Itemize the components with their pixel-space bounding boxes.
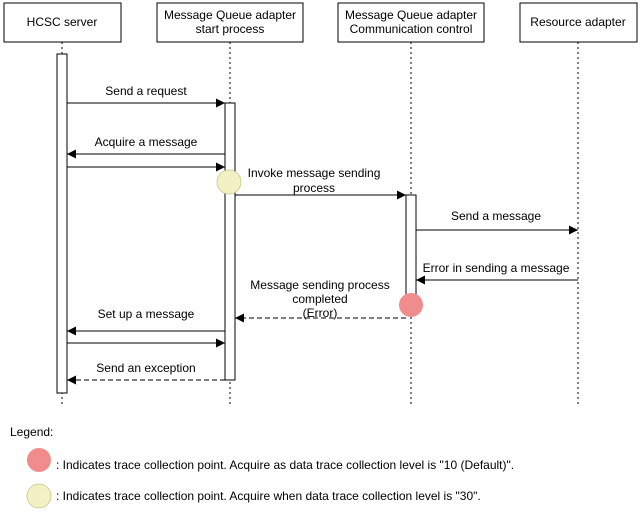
legend-red-marker (27, 448, 51, 472)
legend-title: Legend: (10, 425, 53, 439)
message-send-request: Send a request (67, 84, 225, 108)
message-error-in-sending-label: Error in sending a message (423, 261, 570, 275)
participant-resource-adapter-label: Resource adapter (530, 15, 625, 29)
message-invoke-sending-label-line1: Invoke message sending (248, 166, 381, 180)
message-send-an-exception-label: Send an exception (96, 361, 195, 375)
trace-point-level-10-marker (399, 293, 423, 317)
message-error-in-sending: Error in sending a message (416, 261, 578, 285)
participant-mq-comm-label-line1: Message Queue adapter (345, 8, 477, 22)
message-set-up-a-message: Set up a message (67, 307, 225, 336)
message-acquire-message-label: Acquire a message (95, 135, 198, 149)
message-sending-process-completed: Message sending process completed (Error… (235, 278, 406, 323)
message-acquire-message: Acquire a message (67, 135, 225, 159)
participant-resource-adapter: Resource adapter (519, 2, 638, 43)
activation-hcsc-server (56, 53, 68, 394)
participant-hcsc-server: HCSC server (3, 2, 122, 43)
legend-yellow-text: : Indicates trace collection point. Acqu… (56, 489, 481, 503)
trace-point-level-30-marker (216, 169, 242, 195)
message-send-a-message-label: Send a message (451, 209, 541, 223)
message-send-an-exception: Send an exception (67, 361, 225, 385)
participant-mq-communication-control: Message Queue adapter Communication cont… (337, 2, 485, 43)
message-invoke-sending-label-line2: process (293, 181, 335, 195)
message-send-request-label: Send a request (105, 84, 187, 98)
message-sending-completed-label-line3: (Error) (303, 306, 338, 320)
legend-red-text: : Indicates trace collection point. Acqu… (56, 458, 514, 472)
message-invoke-sending-process: Invoke message sending process (235, 166, 406, 200)
legend-yellow-marker (26, 483, 52, 509)
participant-mq-start-process: Message Queue adapter start process (156, 2, 304, 43)
message-set-up-a-message-label: Set up a message (98, 307, 195, 321)
participant-mq-start-label-line1: Message Queue adapter (164, 8, 296, 22)
message-sending-completed-label-line1: Message sending process (250, 278, 389, 292)
participant-mq-comm-label-line2: Communication control (350, 22, 473, 36)
message-send-a-message: Send a message (416, 209, 578, 235)
participant-mq-start-label-line2: start process (196, 22, 265, 36)
activation-mq-start-process (224, 102, 236, 381)
participant-hcsc-server-label: HCSC server (27, 15, 98, 29)
legend: Legend: : Indicates trace collection poi… (10, 425, 514, 509)
message-sending-completed-label-line2: completed (292, 292, 347, 306)
